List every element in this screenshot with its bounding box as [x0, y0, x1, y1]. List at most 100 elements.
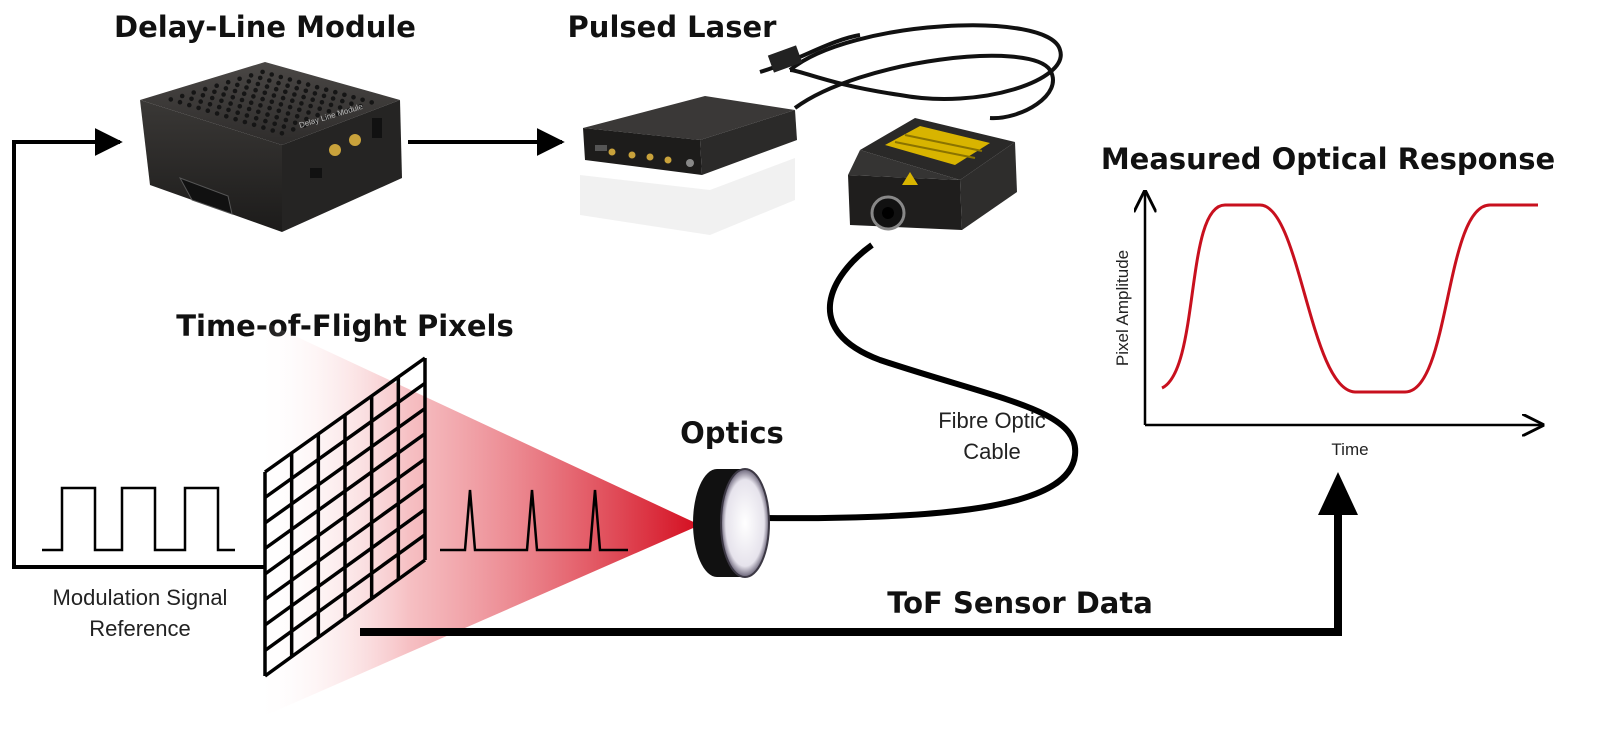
- graph-y-label: Pixel Amplitude: [1113, 250, 1132, 366]
- vent-hole: [269, 72, 275, 77]
- vent-hole: [304, 116, 309, 122]
- vent-hole: [255, 109, 261, 115]
- grid-line-horizontal: [263, 381, 427, 499]
- vent-hole: [283, 117, 289, 123]
- grid-line-horizontal: [263, 432, 427, 550]
- vent-hole: [251, 122, 257, 128]
- cable-connector-icon: [767, 45, 803, 73]
- vent-hole: [223, 86, 229, 91]
- vent-hole: [319, 100, 325, 105]
- vent-hole: [251, 94, 256, 99]
- vent-hole: [244, 85, 249, 90]
- vent-hole: [267, 78, 272, 83]
- vent-hole: [233, 116, 238, 122]
- vent-hole: [294, 114, 300, 119]
- vent-hole: [196, 105, 201, 111]
- vent-hole: [267, 105, 272, 111]
- vent-hole: [278, 74, 284, 80]
- vent-hole: [326, 109, 332, 114]
- sensor-grid-icon: [263, 356, 427, 678]
- vent-hole: [281, 124, 287, 129]
- vent-hole: [292, 92, 297, 97]
- vent-hole: [340, 98, 345, 104]
- delay-line-box-icon: Delay Line Module: [140, 62, 402, 232]
- vent-hole: [285, 83, 290, 88]
- vent-hole: [313, 119, 318, 124]
- vent-hole: [255, 81, 261, 87]
- vent-hole: [253, 87, 258, 93]
- grid-line-horizontal: [263, 482, 427, 601]
- vent-hole: [296, 79, 302, 85]
- vent-hole: [360, 97, 365, 103]
- response-graph: Pixel Amplitude Time: [1113, 192, 1542, 459]
- vent-hole: [337, 105, 343, 110]
- vent-hole: [200, 93, 206, 98]
- fibre-optic-cable: [759, 242, 1079, 522]
- vent-hole: [305, 82, 311, 87]
- vent-hole: [330, 96, 336, 101]
- vent-hole: [177, 99, 183, 105]
- vent-hole: [237, 76, 242, 82]
- response-curve: [1161, 203, 1538, 394]
- vent-hole: [265, 112, 270, 117]
- vent-hole: [287, 104, 293, 110]
- grid-line-horizontal: [263, 457, 427, 576]
- vent-hole: [269, 99, 275, 105]
- vent-hole: [209, 95, 215, 101]
- vent-hole: [198, 99, 203, 104]
- vent-hole: [274, 115, 280, 120]
- vent-hole: [221, 92, 226, 97]
- vent-hole: [314, 84, 320, 90]
- laser-head-icon: [848, 118, 1017, 231]
- vent-hole: [358, 103, 363, 109]
- vent-hole: [283, 89, 288, 95]
- tof-sensor-data-arrow: [360, 492, 1342, 636]
- grid-line-horizontal: [263, 407, 427, 525]
- vent-hole: [248, 73, 254, 78]
- vent-hole: [297, 107, 302, 113]
- vent-hole: [271, 93, 277, 98]
- vent-hole: [207, 102, 213, 107]
- vent-hole: [323, 87, 329, 92]
- red-light-beam: [255, 322, 700, 720]
- grid-line-horizontal: [263, 558, 427, 678]
- grid-line-horizontal: [263, 508, 427, 627]
- vent-hole: [272, 121, 278, 127]
- vent-hole: [299, 101, 304, 106]
- vent-hole: [315, 112, 320, 118]
- vent-holes: [168, 69, 375, 136]
- fibre-optic-label-line2: Cable: [963, 439, 1020, 464]
- vent-hole: [321, 93, 327, 99]
- laser-pulse-train: [440, 489, 628, 552]
- vent-hole: [226, 107, 231, 113]
- vent-hole: [242, 119, 248, 125]
- vent-hole: [324, 115, 330, 121]
- vent-hole: [290, 127, 296, 132]
- vent-hole: [280, 95, 286, 101]
- fibre-optic-label-line1: Fibre Optic: [938, 408, 1046, 433]
- vent-hole: [294, 85, 300, 91]
- vent-hole: [270, 128, 276, 133]
- vent-hole: [179, 93, 185, 99]
- vent-hole: [335, 111, 341, 117]
- pulsed-laser-title: Pulsed Laser: [568, 10, 778, 44]
- tof-sensor-data-label: ToF Sensor Data: [887, 586, 1153, 620]
- delay-line-module-title: Delay-Line Module: [114, 10, 416, 44]
- vent-hole: [279, 131, 285, 136]
- vent-hole: [216, 104, 222, 110]
- vent-hole: [302, 123, 307, 128]
- vent-hole: [246, 106, 252, 112]
- vent-hole: [224, 114, 229, 119]
- vent-hole: [264, 84, 270, 89]
- vent-hole: [276, 108, 282, 114]
- vent-hole: [260, 69, 265, 75]
- vent-hole: [351, 95, 356, 100]
- vent-hole: [290, 98, 295, 103]
- vent-hole: [310, 97, 316, 102]
- vent-hole: [212, 89, 217, 95]
- vent-hole: [244, 113, 250, 118]
- vent-hole: [303, 88, 309, 94]
- vent-hole: [260, 96, 265, 102]
- vent-hole: [239, 97, 245, 103]
